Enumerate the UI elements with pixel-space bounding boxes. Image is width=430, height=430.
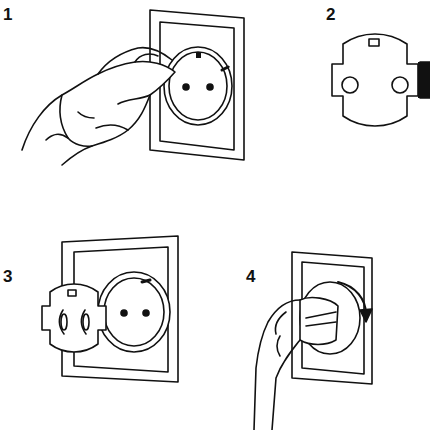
step-number: 4 <box>246 268 255 285</box>
step-number: 1 <box>3 6 12 23</box>
step-number: 3 <box>3 268 12 285</box>
step-number: 2 <box>326 6 335 23</box>
